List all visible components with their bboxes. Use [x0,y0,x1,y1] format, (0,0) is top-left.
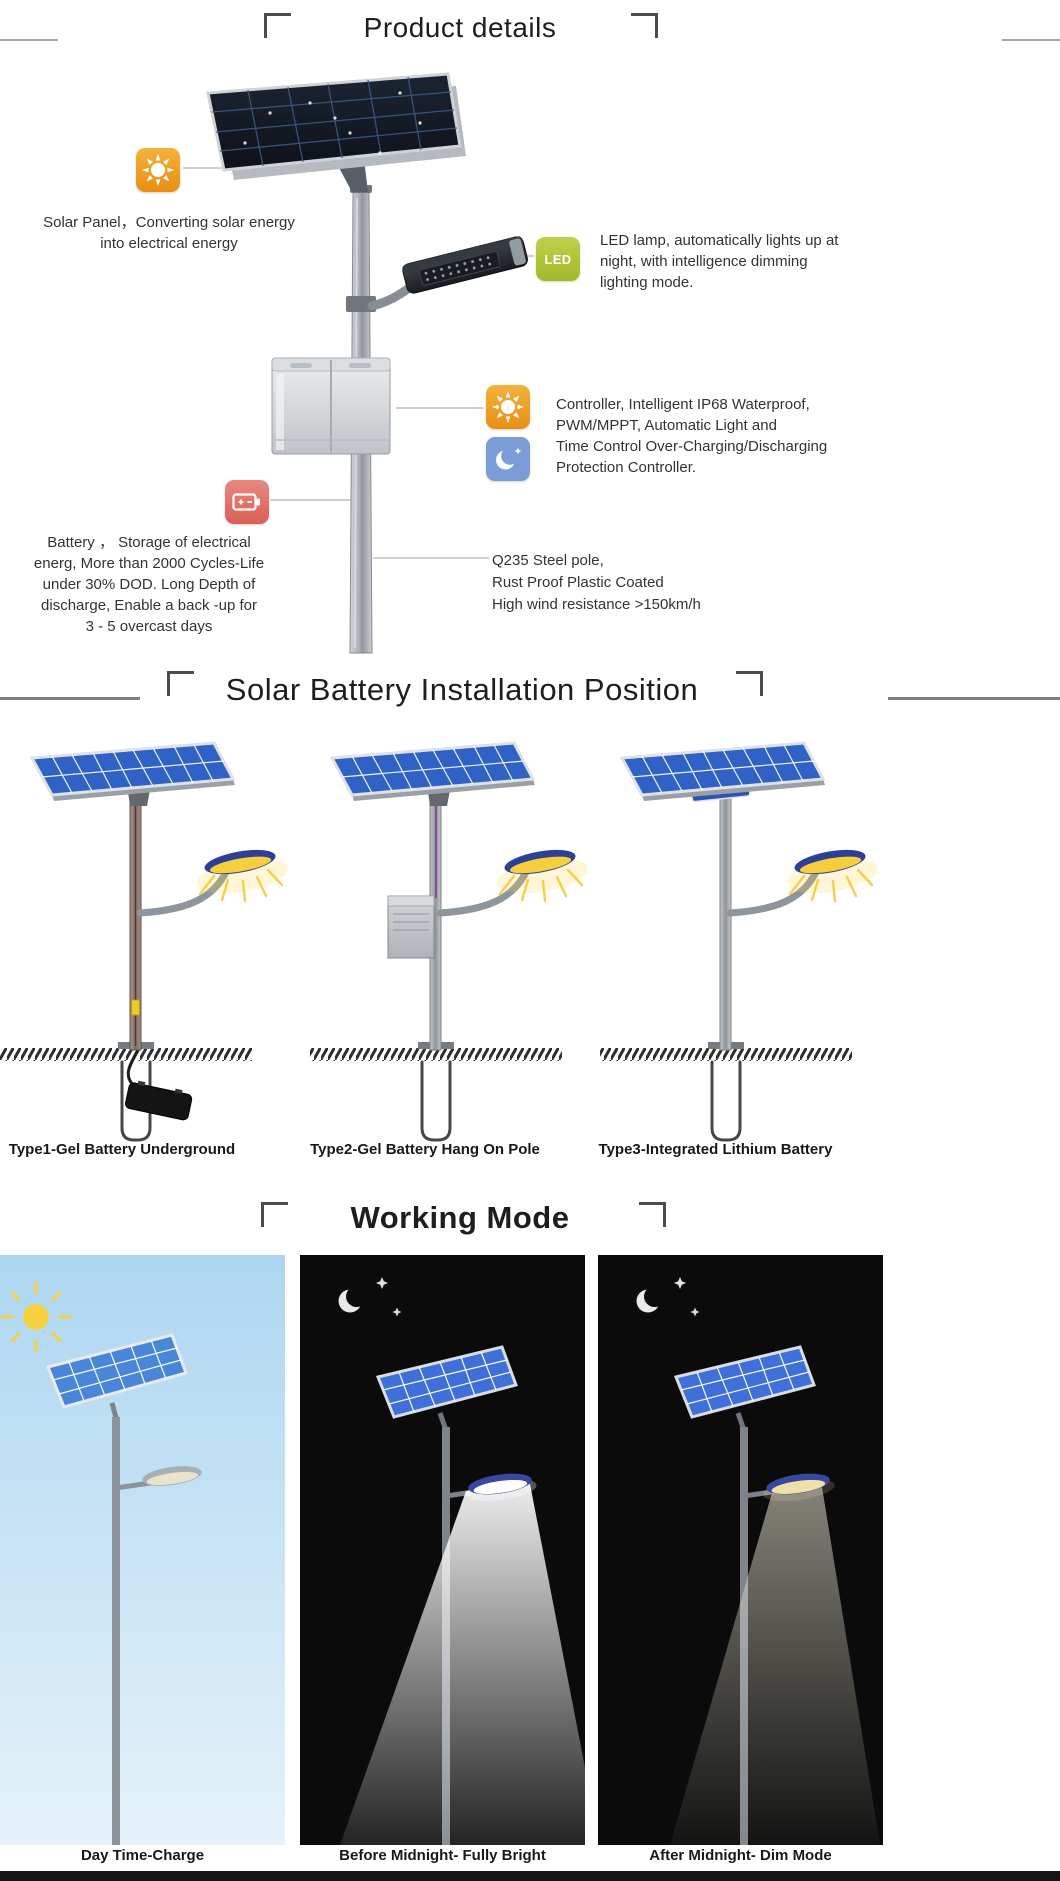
text-line: Battery ， Storage of electrical [47,534,251,551]
ground [0,1048,252,1061]
light-beam [340,1484,585,1845]
battery-text: Battery ， Storage of electrical energ, M… [26,532,272,637]
product-illustration [183,72,534,654]
controller-text: Controller, Intelligent IP68 Waterproof,… [556,394,876,478]
fully-bright-mode-label: Before Midnight- Fully Bright [339,1847,546,1864]
sun-glyph [492,391,524,423]
panel-mount [428,790,450,806]
solar-panel [29,741,236,801]
fully-bright-mode-image [300,1255,585,1845]
pole [112,1417,120,1845]
lamp-head [142,1466,202,1486]
text-line: Controller, Intelligent IP68 Waterproof, [556,396,810,413]
battery-glyph [232,493,260,511]
text-line: Q235 Steel pole, [492,552,604,569]
type2-label: Type2-Gel Battery Hang On Pole [310,1141,540,1158]
title-bracket-right [639,1202,666,1227]
edge-line-left [0,697,140,700]
edge-line-left [0,39,58,41]
dim-mode-label: After Midnight- Dim Mode [649,1847,832,1864]
ground [600,1048,852,1061]
pole-battery-box [387,895,435,959]
type2-illustration [310,741,588,1142]
working-mode-title: Working Mode [350,1200,570,1235]
panel-mount [128,790,150,806]
lamp-head [465,1473,537,1502]
edge-line-right [1002,39,1060,41]
solar-panel [673,1345,816,1419]
pole-text: Q235 Steel pole, Rust Proof Plastic Coat… [492,550,772,616]
type1-label: Type1-Gel Battery Underground [8,1141,236,1158]
solar-panel-text: Solar Panel，Converting solar energy into… [38,212,300,254]
led-lamp [346,236,528,312]
light-beam [670,1487,880,1845]
sun-icon [136,148,180,192]
text-line: into electrical energy [100,235,238,252]
text-line: night, with intelligence dimming [600,253,808,270]
moon-icon [486,437,530,481]
solar-panel [329,741,536,801]
anchor-bolts [710,1060,742,1142]
battery-icon [225,480,269,524]
solar-panel [375,1345,518,1419]
dim-mode-image [598,1255,883,1845]
moon-glyph [496,447,522,470]
sun-glyph [142,154,174,186]
type3-illustration [600,741,878,1142]
control-box [271,357,391,455]
edge-line-right [888,697,1060,700]
text-line: 3 - 5 overcast days [85,618,213,635]
type1-illustration [0,741,288,1142]
installation-title: Solar Battery Installation Position [225,672,699,707]
title-bracket-right [736,671,763,696]
solar-panel [45,1333,188,1409]
lamp-head [787,849,878,903]
text-line: under 30% DOD. Long Depth of [42,576,256,593]
anchor-bolts [420,1060,452,1142]
solar-panel [619,741,826,801]
sun-icon [486,385,530,429]
underground-battery [125,1080,193,1121]
type3-label: Type3-Integrated Lithium Battery [598,1141,833,1158]
moon-and-stars [636,1277,700,1317]
title-bracket-left [167,671,194,696]
text-line: Rust Proof Plastic Coated [492,574,664,591]
moon-and-stars [338,1277,402,1317]
ground [310,1048,562,1061]
led-icon-label: LED [544,251,572,267]
lamp-head [763,1473,835,1502]
text-line: lighting mode. [600,274,694,291]
solar-panel [206,72,466,180]
callout-lines [183,167,534,559]
led-icon: LED [536,237,580,281]
text-line: High wind resistance >150km/h [492,596,701,613]
lamp-head [497,849,588,903]
text-line: Protection Controller. [556,459,697,476]
text-line: Solar Panel，Converting solar energy [43,214,295,231]
pole [129,799,142,1051]
lamp-arm [436,868,530,917]
title-bracket-left [261,1202,288,1227]
lamp-arm [136,868,230,917]
text-line: LED lamp, automatically lights up at [600,232,839,249]
text-line: PWM/MPPT, Automatic Light and [556,417,777,434]
day-mode-image [0,1255,285,1845]
anchor-bolts [120,1060,152,1142]
pole [719,787,732,1051]
text-line: energ, More than 2000 Cycles-Life [33,555,265,572]
led-text: LED lamp, automatically lights up at nig… [600,230,870,293]
day-mode-label: Day Time-Charge [80,1847,205,1864]
title-bracket-left [264,13,291,38]
text-line: discharge, Enable a back -up for [41,597,257,614]
lamp-head [197,849,288,903]
product-details-title: Product details [363,12,557,43]
sun [0,1281,72,1353]
lamp-arm [726,868,820,917]
title-bracket-right [631,13,658,38]
text-line: Time Control Over-Charging/Discharging [556,438,828,455]
bottom-strip [0,1871,1060,1881]
